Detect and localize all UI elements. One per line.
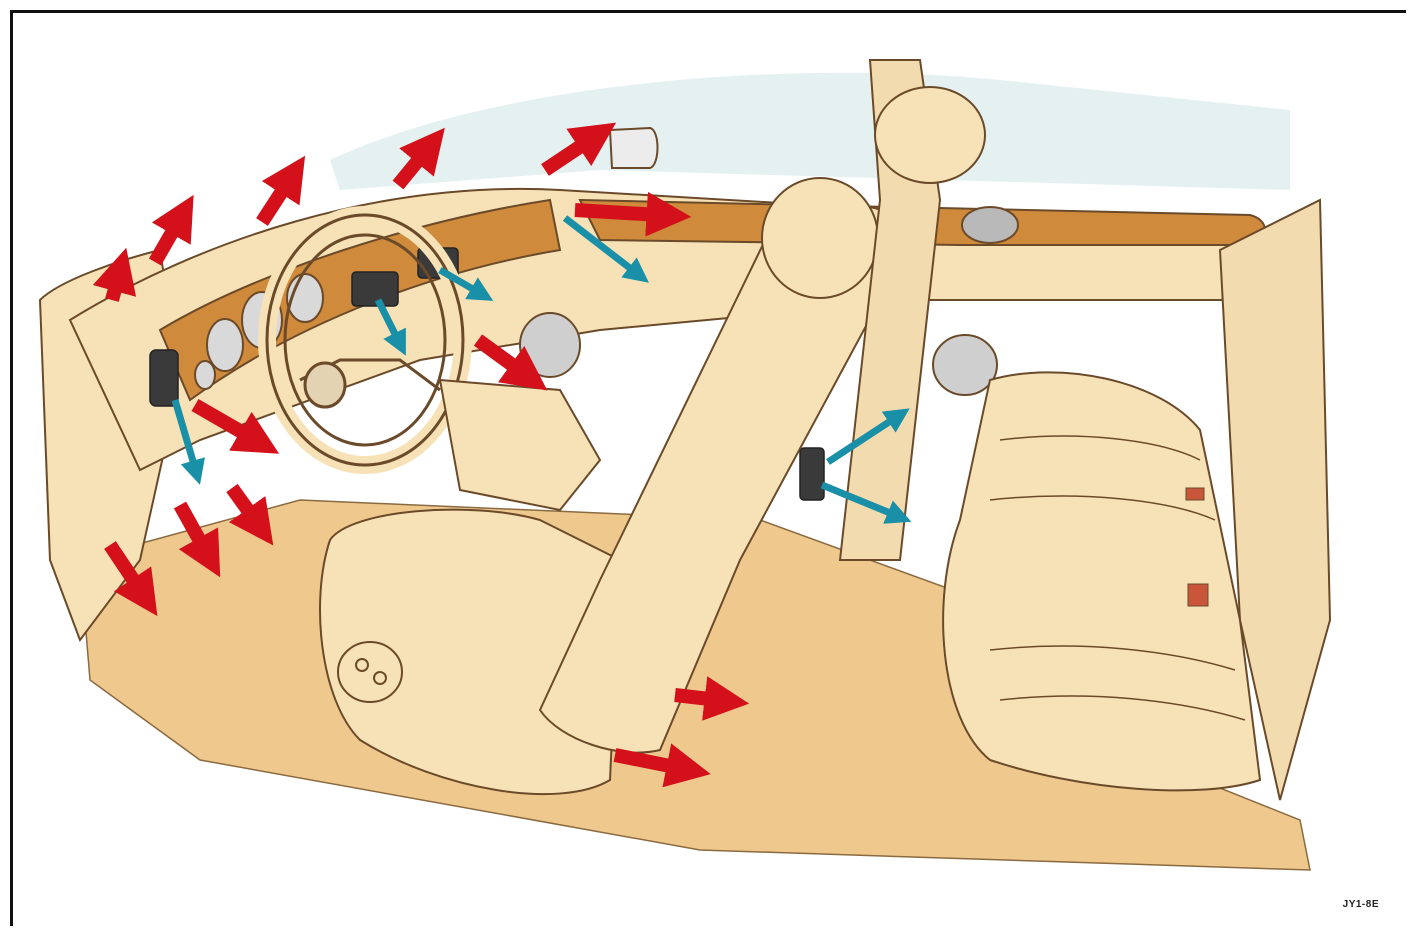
warm-arrow [155,222,178,262]
warm-arrow [675,695,718,700]
windscreen-sky [330,73,1290,190]
passenger-headrest [875,87,985,183]
warm-arrow [112,278,118,300]
warm-arrow [232,488,255,520]
centre-console [440,380,600,510]
rear-view-mirror [610,128,658,168]
warm-arrow [262,182,288,222]
figure-reference-code: JY1-8E [1343,899,1379,910]
passenger-seat [943,372,1260,790]
warm-arrow [575,210,660,215]
driver-headrest [762,178,878,298]
